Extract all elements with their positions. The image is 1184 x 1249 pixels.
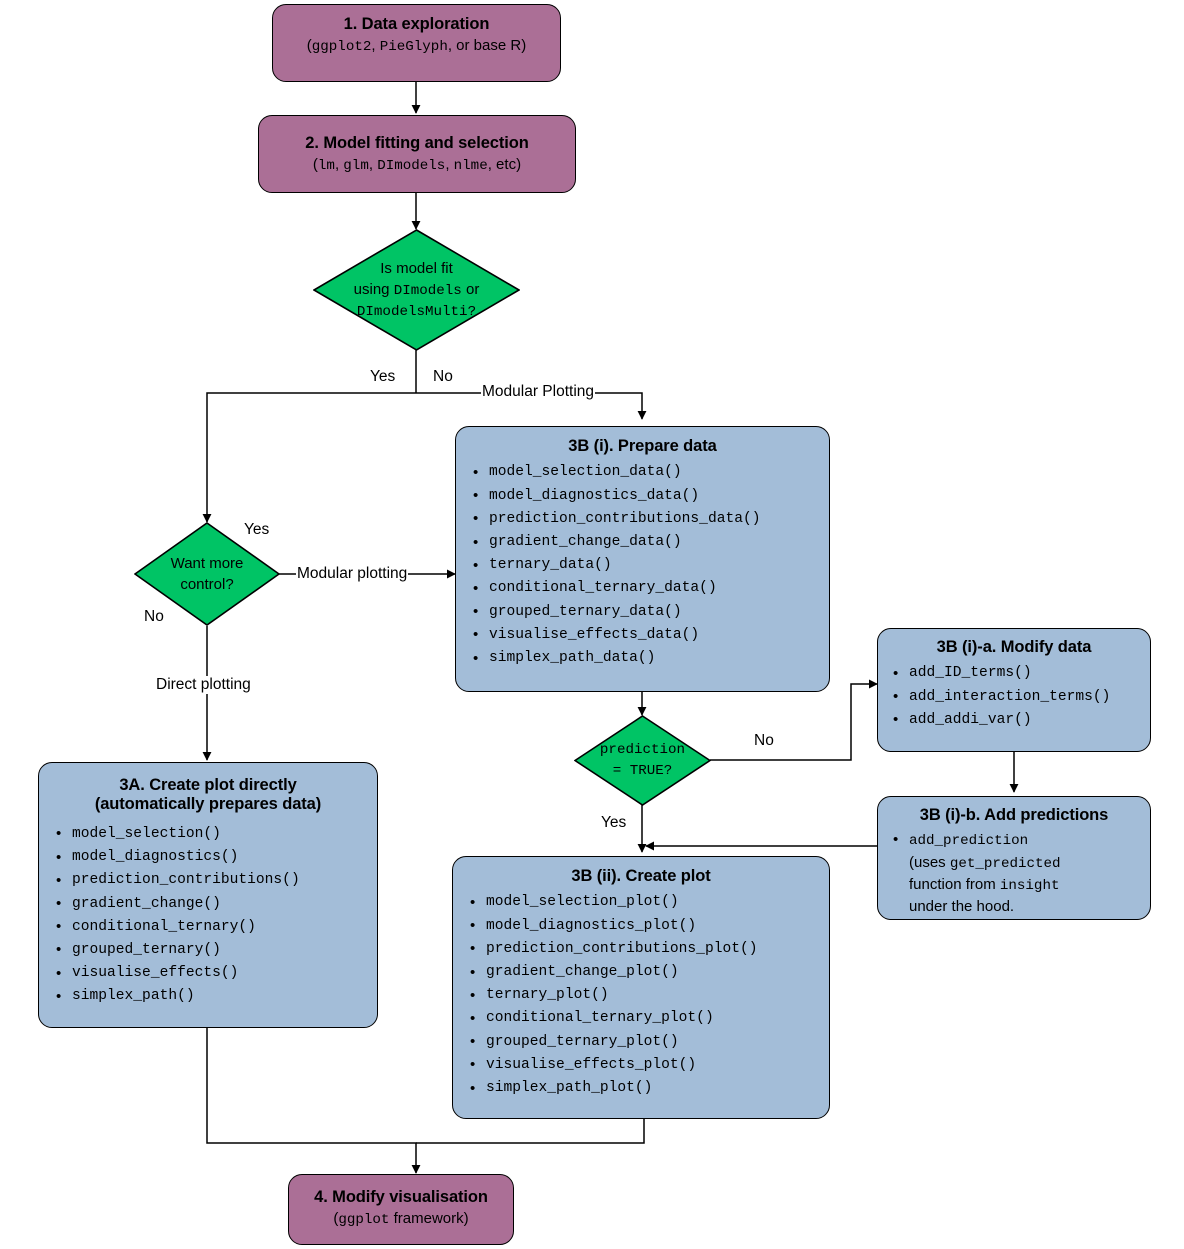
- list-item: conditional_ternary_data(): [470, 577, 815, 601]
- list-item: prediction_contributions_data(): [470, 507, 815, 531]
- text-sep: ,: [371, 37, 380, 55]
- list-item: model_diagnostics(): [53, 846, 363, 870]
- list-item: gradient_change(): [53, 892, 363, 916]
- node-add-predictions[interactable]: 3B (i)-b. Add predictions add_prediction…: [877, 796, 1151, 920]
- text-sep1: ,: [334, 156, 344, 174]
- decision-prediction-true[interactable]: prediction = TRUE?: [574, 715, 711, 806]
- text-sep3: ,: [445, 156, 454, 174]
- edge-label-direct-plotting: Direct plotting: [155, 676, 252, 694]
- list-item: simplex_path_plot(): [467, 1077, 815, 1101]
- edge-yes-to-control: [202, 392, 416, 523]
- list-item: model_selection(): [53, 822, 363, 846]
- edge-prediction-no-to-modify: [710, 679, 878, 761]
- list-item: visualise_effects_data(): [470, 623, 815, 647]
- edge-label-yes-more-control: Yes: [243, 521, 271, 539]
- list-item: prediction_contributions_plot(): [467, 937, 815, 961]
- node-title: 4. Modify visualisation: [314, 1188, 488, 1206]
- text-tail: , or base R): [447, 37, 527, 55]
- text-under-the-hood: under the hood.: [909, 897, 1015, 915]
- pkg-dimodels: DImodels: [377, 158, 446, 175]
- node-title: 3B (i). Prepare data: [568, 437, 717, 455]
- pkg-glm: glm: [343, 158, 369, 175]
- list-item: grouped_ternary_plot(): [467, 1030, 815, 1054]
- node-title-line-2: (automatically prepares data): [94, 795, 322, 814]
- fn-get-predicted: get_predicted: [949, 855, 1061, 872]
- pkg-ggplot2: ggplot2: [311, 39, 372, 56]
- pkg-insight: insight: [999, 877, 1060, 894]
- text-open: (: [333, 1210, 339, 1228]
- edge-createplot-to-modifyvis: [416, 1119, 645, 1144]
- function-list: model_selection() model_diagnostics() pr…: [53, 822, 363, 1009]
- list-item: simplex_path(): [53, 985, 363, 1009]
- pkg-ggplot: ggplot: [338, 1212, 390, 1229]
- edge-label-modular-plotting-low: Modular plotting: [296, 565, 409, 583]
- list-item: visualise_effects_plot(): [467, 1053, 815, 1077]
- text-open: (: [306, 37, 312, 55]
- node-title-line-1: 3A. Create plot directly: [119, 776, 297, 794]
- list-item: add_interaction_terms(): [890, 685, 1138, 709]
- diamond-shape: [313, 229, 520, 351]
- list-item: prediction_contributions(): [53, 869, 363, 893]
- text-tail: framework): [389, 1210, 469, 1228]
- function-list: model_selection_plot() model_diagnostics…: [467, 891, 815, 1101]
- fn-add-prediction: add_prediction: [909, 833, 1029, 850]
- list-item: add_ID_terms(): [890, 662, 1138, 686]
- list-item: model_selection_data(): [470, 461, 815, 485]
- node-modify-visualisation[interactable]: 4. Modify visualisation (ggplot framewor…: [288, 1174, 514, 1245]
- list-item: model_diagnostics_plot(): [467, 914, 815, 938]
- edge-3a-to-modifyvis: [206, 1028, 421, 1174]
- text-sep2: ,: [368, 156, 378, 174]
- edge-label-no-model-fit: No: [432, 368, 454, 386]
- node-title: 3B (i)-b. Add predictions: [919, 806, 1109, 824]
- pkg-nlme: nlme: [453, 158, 488, 175]
- function-list: add_ID_terms() add_interaction_terms() a…: [890, 662, 1138, 732]
- text-open: (: [312, 156, 318, 174]
- pkg-lm: lm: [317, 158, 335, 175]
- edge-label-no-more-control: No: [143, 608, 165, 626]
- node-prepare-data[interactable]: 3B (i). Prepare data model_selection_dat…: [455, 426, 830, 692]
- text-tail: , etc): [487, 156, 522, 174]
- pkg-pieglyph: PieGlyph: [379, 39, 448, 56]
- list-item: conditional_ternary_plot(): [467, 1007, 815, 1031]
- edge-label-no-prediction: No: [753, 732, 775, 750]
- list-item: visualise_effects(): [53, 962, 363, 986]
- node-subtitle: (lm, glm, DImodels, nlme, etc): [269, 156, 565, 175]
- list-item: add_addi_var(): [890, 708, 1138, 732]
- node-modify-data[interactable]: 3B (i)-a. Modify data add_ID_terms() add…: [877, 628, 1151, 752]
- node-subtitle: (ggplot2, PieGlyph, or base R): [285, 37, 548, 56]
- function-list: model_selection_data() model_diagnostics…: [470, 461, 815, 671]
- node-title: 3B (ii). Create plot: [571, 867, 711, 885]
- list-item: model_selection_plot(): [467, 891, 815, 915]
- node-data-exploration[interactable]: 1. Data exploration (ggplot2, PieGlyph, …: [272, 4, 561, 82]
- node-title: 1. Data exploration: [343, 15, 490, 33]
- edge-label-yes-prediction: Yes: [600, 814, 628, 832]
- list-item: gradient_change_plot(): [467, 961, 815, 985]
- list-item: simplex_path_data(): [470, 647, 815, 671]
- list-item: ternary_plot(): [467, 984, 815, 1008]
- node-model-fitting[interactable]: 2. Model fitting and selection (lm, glm,…: [258, 115, 576, 193]
- function-list: add_prediction (uses get_predictedfunctio…: [890, 829, 1138, 917]
- list-item-add-prediction: add_prediction (uses get_predictedfunctio…: [890, 829, 1138, 917]
- decision-is-model-fit[interactable]: Is model fit using DImodels or DImodelsM…: [313, 229, 520, 351]
- node-create-plot-directly[interactable]: 3A. Create plot directly (automatically …: [38, 762, 378, 1028]
- list-item: gradient_change_data(): [470, 531, 815, 555]
- list-item: grouped_ternary(): [53, 938, 363, 962]
- list-item: ternary_data(): [470, 554, 815, 578]
- edge-label-yes-model-fit: Yes: [369, 368, 397, 386]
- list-item: model_diagnostics_data(): [470, 484, 815, 508]
- node-create-plot[interactable]: 3B (ii). Create plot model_selection_plo…: [452, 856, 830, 1119]
- edge-label-modular-plotting-cap: Modular Plotting: [481, 383, 596, 401]
- diamond-shape: [134, 522, 280, 626]
- node-title: 3B (i)-a. Modify data: [936, 638, 1092, 656]
- diamond-shape: [574, 715, 711, 806]
- text-function-from: function from: [909, 875, 1000, 893]
- node-title: 2. Model fitting and selection: [305, 134, 529, 152]
- list-item: grouped_ternary_data(): [470, 600, 815, 624]
- node-subtitle: (ggplot framework): [299, 1210, 503, 1229]
- text-uses: (uses: [909, 853, 950, 871]
- list-item: conditional_ternary(): [53, 915, 363, 939]
